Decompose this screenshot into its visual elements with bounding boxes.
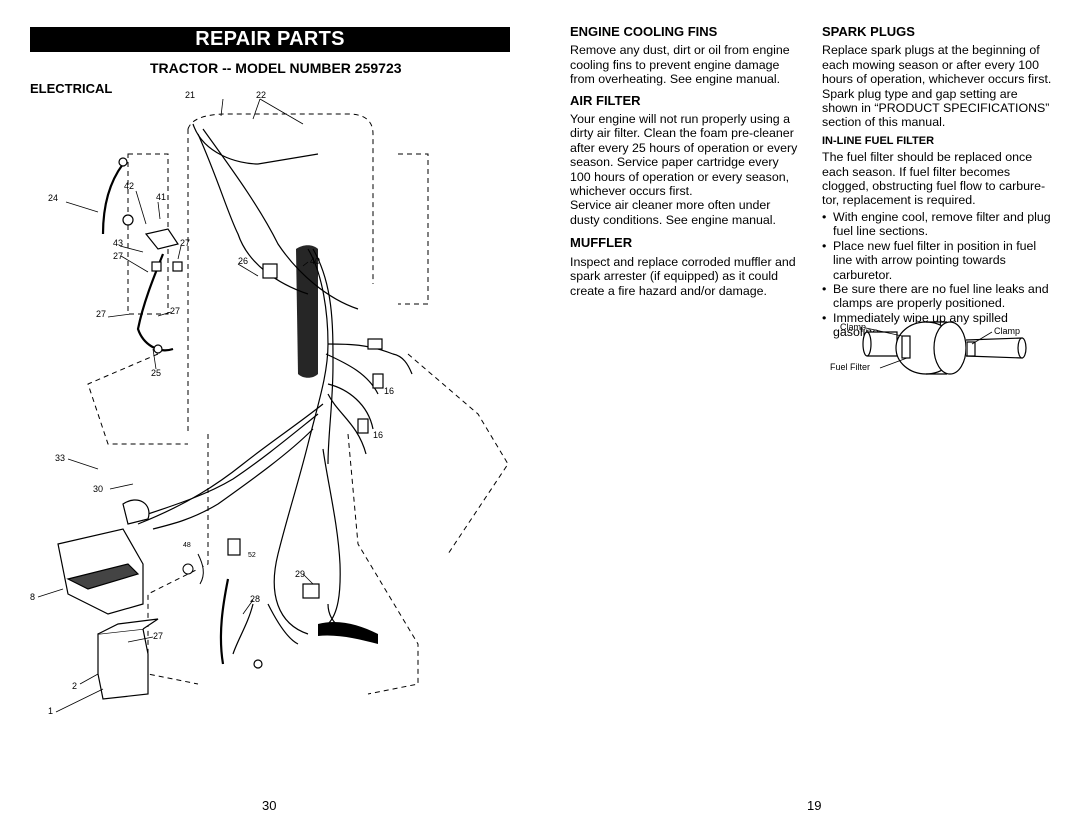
page-number-left: 30 xyxy=(262,798,277,813)
callout-29: 29 xyxy=(295,569,305,579)
callout-2: 2 xyxy=(72,681,77,691)
callout-25: 25 xyxy=(151,368,161,378)
callout-27: 27 xyxy=(170,306,180,316)
maintenance-column-2: SPARK PLUGS Replace spark plugs at the b… xyxy=(822,24,1054,340)
callout-16: 16 xyxy=(373,430,383,440)
callout-1: 1 xyxy=(48,706,53,716)
fuel-filter-figure: Clamp Clamp Fuel Filter xyxy=(830,321,1027,375)
clamp-label-left: Clamp xyxy=(840,322,866,332)
callout-26: 26 xyxy=(238,256,248,266)
callout-41: 41 xyxy=(156,192,166,202)
spark-plugs-text: Replace spark plugs at the beginning of … xyxy=(822,43,1052,130)
engine-cooling-heading: ENGINE COOLING FINS xyxy=(570,24,718,39)
callout-52: 52 xyxy=(248,552,256,559)
callout-40: 40 xyxy=(310,256,320,266)
fuel-filter-heading: IN-LINE FUEL FILTER xyxy=(822,134,935,147)
callout-42: 42 xyxy=(124,181,134,191)
air-filter-text-1: Your engine will not run properly using … xyxy=(570,112,798,199)
callout-43: 43 xyxy=(113,238,123,248)
list-item: •Be sure there are no fuel line leaks an… xyxy=(822,281,1049,311)
callout-8: 8 xyxy=(30,592,35,602)
callout-21: 21 xyxy=(185,90,195,100)
callout-33: 33 xyxy=(55,453,65,463)
section-electrical: ELECTRICAL xyxy=(30,81,113,96)
air-filter-text-2: Service air cleaner more often under dus… xyxy=(570,198,776,227)
callout-28: 28 xyxy=(250,594,260,604)
callout-22: 22 xyxy=(256,90,266,100)
muffler-text: Inspect and replace corroded muffler and… xyxy=(570,254,796,298)
callout-24: 24 xyxy=(48,193,58,203)
callout-27: 27 xyxy=(96,309,106,319)
fuel-filter-steps: •With engine cool, remove filter and plu… xyxy=(822,210,1054,340)
fuel-filter-text: The fuel filter should be replaced once … xyxy=(822,150,1046,208)
callout-30: 30 xyxy=(93,484,103,494)
maintenance-column-1: ENGINE COOLING FINS Remove any dust, dir… xyxy=(570,24,802,298)
fuel-filter-label: Fuel Filter xyxy=(830,362,870,372)
muffler-heading: MUFFLER xyxy=(570,235,633,251)
callout-27: 27 xyxy=(113,251,123,261)
list-item: •Place new fuel filter in position in fu… xyxy=(822,238,1037,282)
list-item: •With engine cool, remove filter and plu… xyxy=(822,209,1051,239)
page-banner: REPAIR PARTS xyxy=(30,27,510,52)
callout-48: 48 xyxy=(183,542,191,549)
clamp-label-right: Clamp xyxy=(994,326,1020,336)
spark-plugs-heading: SPARK PLUGS xyxy=(822,24,915,39)
air-filter-heading: AIR FILTER xyxy=(570,92,641,108)
callout-27: 27 xyxy=(180,238,190,248)
electrical-diagram: 21 22 42 41 24 43 27 27 26 40 27 27 25 1… xyxy=(30,90,509,716)
callout-27: 27 xyxy=(153,631,163,641)
engine-cooling-text: Remove any dust, dirt or oil from engine… xyxy=(570,43,790,87)
page-number-right: 19 xyxy=(807,798,822,813)
model-subtitle: TRACTOR -- MODEL NUMBER 259723 xyxy=(150,60,402,76)
callout-16: 16 xyxy=(384,386,394,396)
